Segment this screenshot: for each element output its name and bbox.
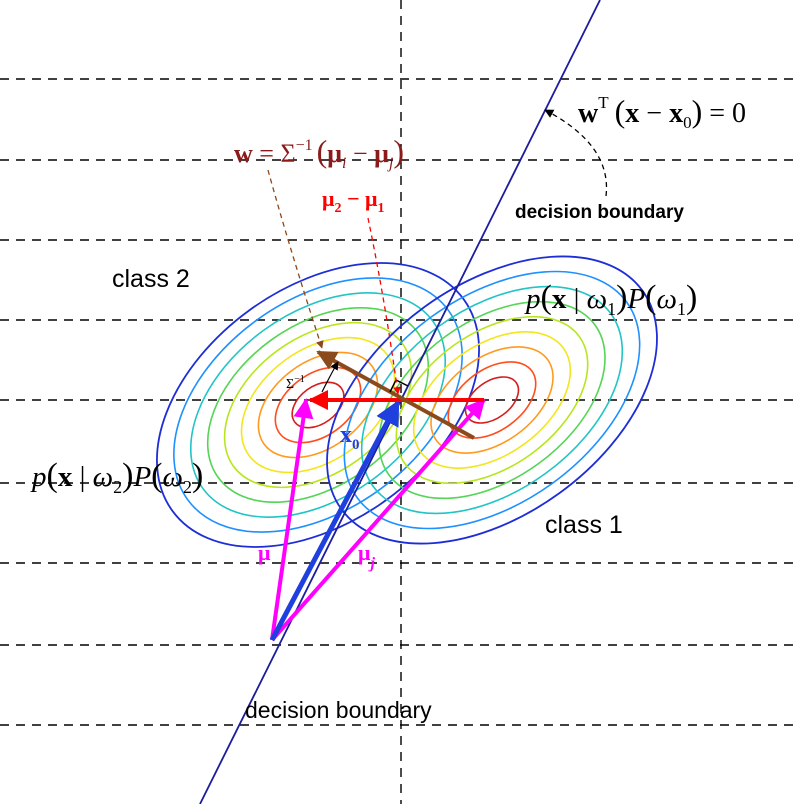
- class-2-density-label: p(x | ω2)P(ω2): [30, 457, 203, 497]
- w-label-pointer: [267, 169, 324, 349]
- eq-minus: −: [639, 98, 669, 129]
- p1-lp: (: [541, 279, 552, 316]
- mu-difference-label: μ2 − μ1: [322, 186, 385, 216]
- class-1-contour-2: [343, 270, 641, 530]
- weq-mui: μ: [327, 139, 342, 168]
- p2-lp2: (: [151, 457, 162, 494]
- weq-sigma: Σ: [280, 139, 295, 168]
- p2-p: p: [30, 461, 47, 493]
- mud-mu2: μ: [322, 186, 335, 211]
- p2-lp: (: [47, 457, 58, 494]
- weq-w: w: [234, 139, 253, 168]
- w-equation: w = Σ−1(μi − μj): [234, 133, 404, 172]
- class-1-density-label: p(x | ω1)P(ω1): [524, 279, 697, 319]
- class-2-contour-3: [189, 292, 447, 518]
- eq-w: w: [578, 98, 599, 129]
- p1-p: p: [524, 283, 541, 315]
- annotation-arrows: [267, 109, 608, 395]
- x0-vector: [269, 399, 401, 642]
- boundary-eq-pointer: [544, 109, 608, 197]
- mu-diff-label-pointer: [367, 217, 401, 395]
- eq-x: x: [625, 98, 639, 129]
- vectors: [269, 350, 486, 642]
- mu-i-label: μ: [258, 540, 271, 565]
- p2-P: P: [132, 461, 151, 493]
- eq-T: T: [598, 93, 609, 112]
- p1-rp: ): [616, 279, 627, 316]
- sigma-small-sup: −1: [294, 374, 305, 385]
- class-1-contour-7: [430, 346, 554, 454]
- mu-i-vector: [270, 398, 314, 641]
- class-1-contour-4: [378, 300, 606, 500]
- mu-j-label: μj: [358, 540, 375, 572]
- p1-rp2: ): [686, 279, 697, 316]
- class-2-label: class 2: [112, 265, 190, 293]
- weq-minus: −: [346, 139, 374, 168]
- class-2-contour-7: [257, 351, 379, 459]
- sigma-inv-small-label: Σ−1: [286, 374, 305, 392]
- x0-label: x0: [340, 422, 360, 453]
- mu-j-base: μ: [358, 540, 371, 565]
- class-2-contour-6: [240, 336, 396, 474]
- p1-P: P: [626, 283, 645, 315]
- boundary-equation: wT(x − x0) = 0: [578, 93, 746, 132]
- decision-boundary-label-bottom: decision boundary: [245, 697, 432, 723]
- w-vector: [316, 350, 475, 440]
- p2-sub: 2: [113, 477, 122, 497]
- p2-omega2: ω: [163, 461, 183, 493]
- class-2-contours: [156, 262, 480, 548]
- class-2-contour-2: [173, 277, 463, 533]
- p1-lp2: (: [645, 279, 656, 316]
- p2-rp: ): [122, 457, 133, 494]
- mud-minus: −: [341, 186, 365, 211]
- p1-sub: 1: [607, 299, 616, 319]
- eq-rp: ): [692, 93, 703, 129]
- mud-sub2: 2: [334, 201, 341, 216]
- p2-x: x: [58, 461, 73, 493]
- mu-j-vector: [270, 398, 486, 642]
- p1-sub2: 1: [677, 299, 686, 319]
- p2-bar: |: [72, 461, 92, 493]
- eq-lp: (: [615, 93, 626, 129]
- p1-x: x: [552, 283, 567, 315]
- p2-omega: ω: [93, 461, 113, 493]
- class-1-contour-6: [412, 331, 572, 469]
- weq-rp: ): [393, 133, 404, 169]
- mud-sub1: 1: [378, 201, 385, 216]
- class-1-label: class 1: [545, 511, 623, 539]
- class-2-contour-5: [223, 321, 413, 489]
- p1-omega2: ω: [657, 283, 677, 315]
- class-1-contours: [326, 255, 658, 545]
- class-1-contour-5: [395, 315, 589, 485]
- p1-omega: ω: [587, 283, 607, 315]
- mu-j-sub: j: [367, 555, 375, 572]
- p2-sub2: 2: [183, 477, 192, 497]
- class-2-contour-9: [291, 381, 345, 429]
- p2-rp2: ): [192, 457, 203, 494]
- weq-isub: i: [342, 155, 346, 172]
- weq-sup: −1: [296, 137, 313, 154]
- eq-x0: x: [669, 98, 683, 129]
- eq-eq0: = 0: [702, 98, 746, 129]
- sigma-small: Σ: [286, 377, 294, 392]
- x0-base: x: [340, 422, 352, 448]
- weq-jsub: j: [387, 155, 394, 172]
- mud-mu1: μ: [365, 186, 378, 211]
- sigma-inv-rotation-arrow: [321, 361, 339, 393]
- weq-lp: (: [317, 133, 328, 169]
- weq-muj: μ: [374, 139, 389, 168]
- p1-bar: |: [566, 283, 586, 315]
- decision-boundary-label-top: decision boundary: [515, 202, 684, 223]
- eq-x0-sub: 0: [683, 113, 692, 132]
- class-1-contour-8: [447, 361, 537, 439]
- x0-sub: 0: [352, 437, 360, 453]
- weq-eq: =: [253, 139, 281, 168]
